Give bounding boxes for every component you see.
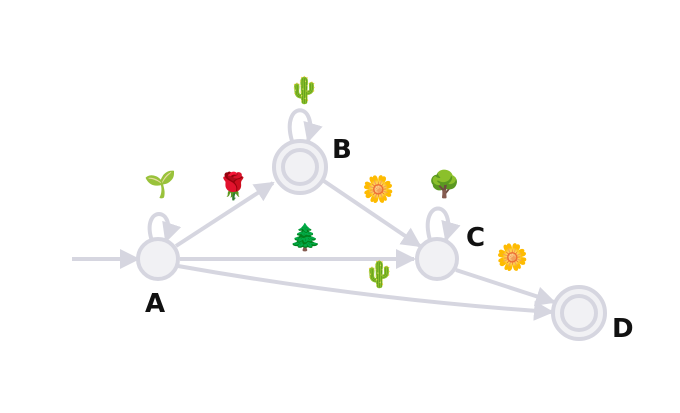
state-a (136, 237, 180, 281)
blossom-icon: 🌼 (496, 242, 528, 273)
state-c (415, 237, 459, 281)
deciduous-tree-icon: 🌳 (428, 168, 460, 200)
state-a-label: A (145, 289, 165, 319)
edge-b-c (316, 175, 422, 248)
state-b (272, 139, 328, 195)
rose-icon: 🌹 (217, 170, 249, 202)
state-d (551, 285, 607, 341)
cactus-icon: 🌵 (363, 259, 395, 290)
state-b-label: B (332, 135, 352, 165)
edge-c-c-loop (425, 206, 461, 242)
seedling-icon: 🌱 (144, 170, 176, 200)
edges (72, 108, 556, 321)
edge-a-d (177, 264, 554, 321)
state-c-label: C (466, 223, 485, 253)
cactus-icon: 🌵 (288, 75, 320, 106)
edge-b-b-loop (287, 108, 323, 143)
blossom-icon: 🌼 (362, 174, 394, 205)
edge-a-b (174, 181, 275, 248)
edge-c-d (455, 268, 556, 306)
state-d-label: D (612, 314, 634, 344)
evergreen-tree-icon: 🌲 (289, 222, 321, 253)
edge-a-a-loop (147, 212, 182, 243)
